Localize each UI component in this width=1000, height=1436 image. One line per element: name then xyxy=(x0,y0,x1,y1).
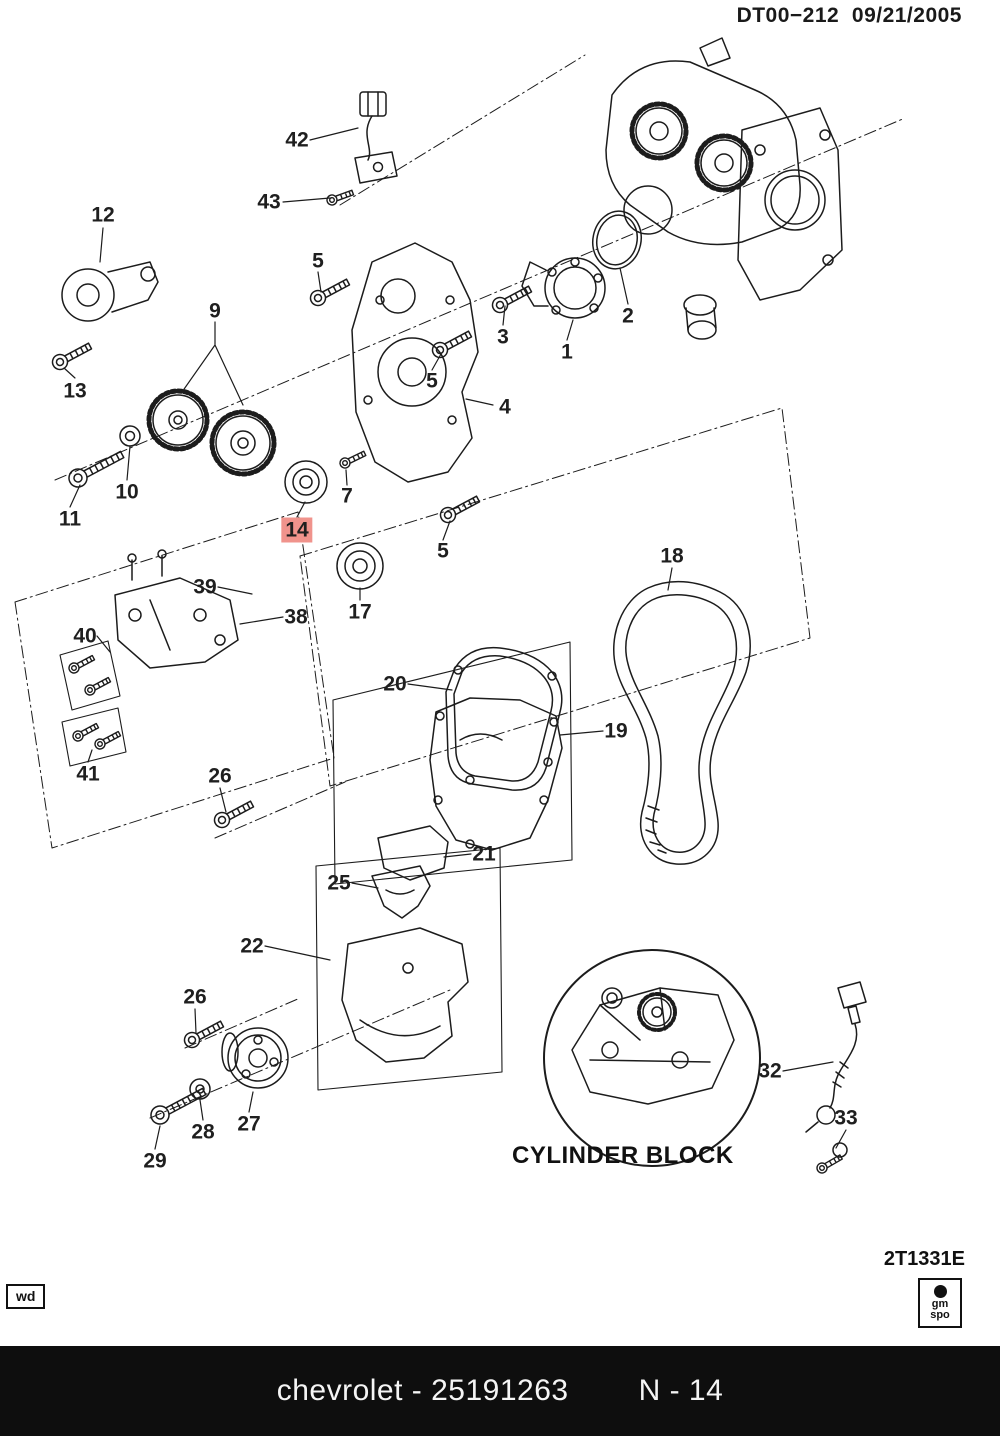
footer-bar: chevrolet - 25191263 N - 14 xyxy=(0,1346,1000,1436)
gm-logo-text-top: gm xyxy=(931,1298,949,1310)
diagram-line-art xyxy=(14,37,906,1176)
gm-spo-logo: gm spo xyxy=(918,1278,962,1328)
footer-reference: N - 14 xyxy=(638,1374,724,1407)
cylinder-block-label: CYLINDER BLOCK xyxy=(512,1142,734,1169)
wd-logo: wd xyxy=(6,1284,46,1309)
document-reference: DT00−212 09/21/2005 xyxy=(736,4,962,27)
diagram-code: 2T1331E xyxy=(883,1248,965,1270)
gm-logo-text-bottom: spo xyxy=(930,1309,950,1321)
gm-logo-dot xyxy=(933,1285,947,1298)
footer-part-info: chevrolet - 25191263 xyxy=(276,1374,569,1407)
